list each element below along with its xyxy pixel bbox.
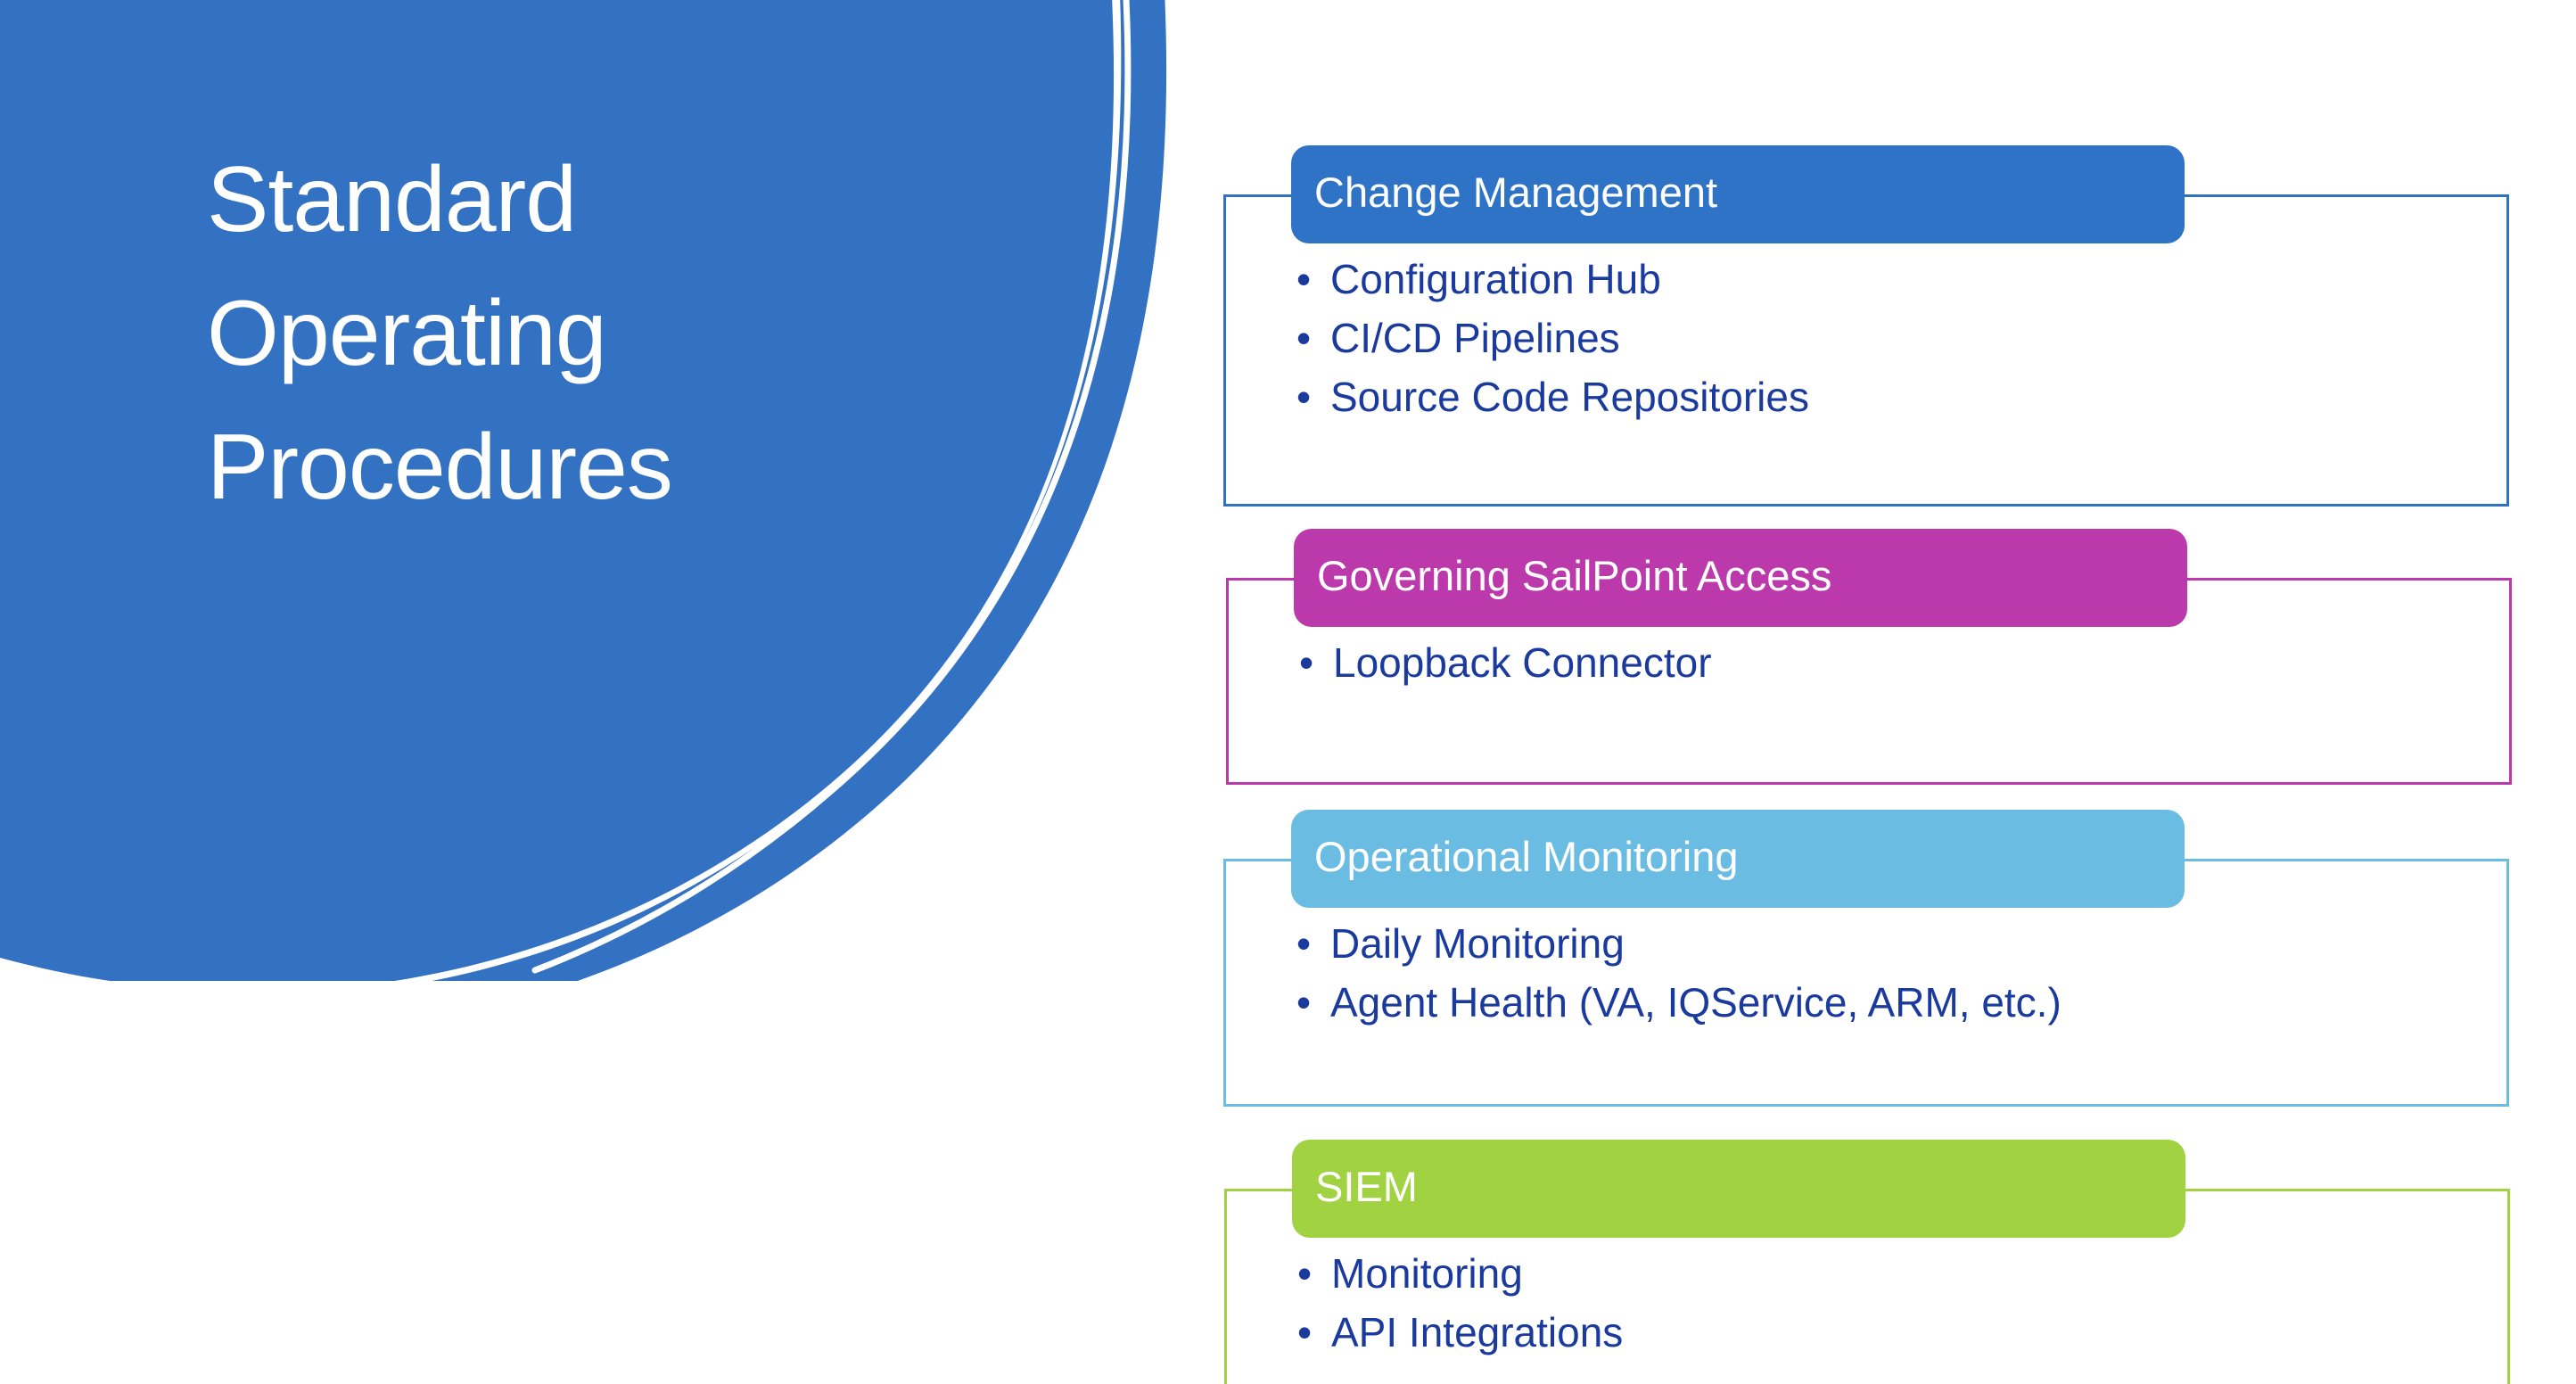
bullet-list: • Configuration Hub • CI/CD Pipelines • … [1291, 251, 2491, 426]
list-item: • Agent Health (VA, IQService, ARM, etc.… [1291, 974, 2491, 1033]
list-item-label: CI/CD Pipelines [1330, 314, 1620, 361]
bullet-dot-icon: • [1296, 978, 1312, 1026]
card-operational-monitoring[interactable]: Operational Monitoring • Daily Monitorin… [1223, 810, 2509, 1107]
card-header-label: Governing SailPoint Access [1317, 551, 1832, 599]
card-body: • Daily Monitoring • Agent Health (VA, I… [1291, 915, 2491, 1033]
bullet-dot-icon: • [1297, 1308, 1313, 1355]
page-title: Standard Operating Procedures [207, 148, 673, 519]
title-block: Standard Operating Procedures [207, 134, 1009, 534]
list-item-label: API Integrations [1331, 1308, 1624, 1355]
card-header-change-management[interactable]: Change Management [1291, 145, 2185, 243]
card-body: • Configuration Hub • CI/CD Pipelines • … [1291, 251, 2491, 426]
card-header-label: Operational Monitoring [1314, 832, 1739, 880]
bullet-list: • Daily Monitoring • Agent Health (VA, I… [1291, 915, 2491, 1033]
bullet-dot-icon: • [1296, 373, 1312, 420]
list-item-label: Daily Monitoring [1330, 920, 1625, 967]
bullet-dot-icon: • [1296, 256, 1312, 302]
card-body: • Monitoring • API Integrations [1292, 1245, 2492, 1363]
list-item: • Daily Monitoring [1291, 915, 2491, 974]
card-stack: Change Management • Configuration Hub • … [1223, 145, 2516, 1384]
list-item-label: Configuration Hub [1330, 256, 1661, 302]
list-item-label: Loopback Connector [1333, 639, 1712, 686]
bullet-dot-icon: • [1296, 920, 1312, 967]
list-item-label: Agent Health (VA, IQService, ARM, etc.) [1330, 978, 2062, 1026]
card-governing-sailpoint-access[interactable]: Governing SailPoint Access • Loopback Co… [1226, 529, 2512, 785]
bullet-dot-icon: • [1297, 1250, 1313, 1297]
card-header-label: SIEM [1315, 1162, 1418, 1210]
bullet-list: • Loopback Connector [1294, 634, 2494, 693]
list-item: • Monitoring [1292, 1245, 2492, 1304]
card-header-governing-sailpoint-access[interactable]: Governing SailPoint Access [1294, 529, 2187, 627]
list-item: • Loopback Connector [1294, 634, 2494, 693]
bullet-dot-icon: • [1296, 314, 1312, 361]
card-body: • Loopback Connector [1294, 634, 2494, 693]
card-header-operational-monitoring[interactable]: Operational Monitoring [1291, 810, 2185, 908]
list-item: • Configuration Hub [1291, 251, 2491, 309]
bullet-dot-icon: • [1299, 639, 1314, 686]
card-header-label: Change Management [1314, 168, 1718, 216]
card-change-management[interactable]: Change Management • Configuration Hub • … [1223, 145, 2509, 507]
list-item-label: Source Code Repositories [1330, 373, 1809, 420]
card-siem[interactable]: SIEM • Monitoring • API Integrations [1224, 1140, 2510, 1384]
list-item: • API Integrations [1292, 1304, 2492, 1363]
bullet-list: • Monitoring • API Integrations [1292, 1245, 2492, 1363]
list-item-label: Monitoring [1331, 1250, 1523, 1297]
card-header-siem[interactable]: SIEM [1292, 1140, 2185, 1238]
list-item: • CI/CD Pipelines [1291, 309, 2491, 368]
list-item: • Source Code Repositories [1291, 368, 2491, 427]
